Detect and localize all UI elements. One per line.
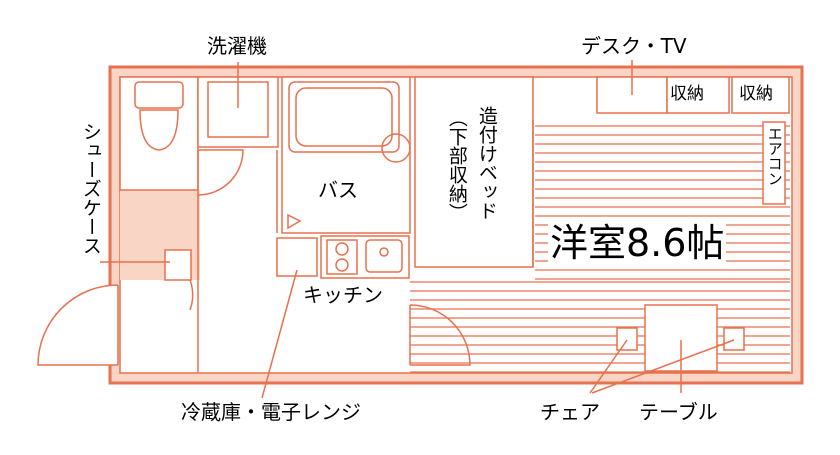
stove [326,239,358,275]
kitchen-counter [320,235,410,279]
sink-drain [379,247,389,257]
toilet-bowl [139,109,179,151]
table-label: テーブル [639,400,718,424]
entrance-area [37,150,278,373]
kitchen-area [261,235,410,399]
room-door [409,304,471,366]
bath-room-wall [281,76,411,234]
storage-1 [666,76,730,114]
furniture [589,304,745,394]
fridge-microwave-label: 冷蔵庫・電子レンジ [181,400,361,424]
chair-right [723,327,745,351]
bathtub [288,81,400,153]
bath-label: バス [318,178,358,202]
bath-door-mark [287,213,302,230]
built-in-bed-label: 造付けベッド [475,106,498,220]
bathtub-inner [295,87,393,147]
aircon [762,121,786,205]
toilet-door-arc [197,149,244,196]
washer-area [197,62,279,148]
chair-left [616,327,638,351]
storage-1-label: 収納 [670,84,704,104]
built-in-bed-note-label: （下部収納） [445,108,468,222]
fridge [276,237,318,277]
kitchen-label: キッチン [303,283,383,307]
storage-2 [731,76,790,114]
toilet-tank [134,81,184,109]
bath-room [281,76,411,234]
shoe-case-label: シューズケース [79,122,102,255]
chair-label: チェア [540,400,600,424]
bath-sink [381,133,411,163]
desk-tv-label: デスク・TV [581,34,687,58]
washer-label: 洗濯機 [207,34,267,58]
storage-area [596,60,790,205]
aircon-label: エアコン [765,126,784,186]
shoe-case [164,249,192,281]
entrance-door-arc [37,284,119,366]
room-label: 洋室8.6帖 [548,221,727,265]
toilet-room [119,76,244,196]
stove-burner-1 [335,242,349,256]
built-in-bed-area [414,76,534,268]
sink [365,239,403,273]
shoe-door-arc [189,279,194,311]
storage-2-label: 収納 [739,84,773,104]
chair-leader-1 [589,339,628,394]
room-door-arc [409,304,471,366]
built-in-bed [414,76,534,268]
chair-leader-2 [591,339,735,394]
fridge-leader [261,269,298,399]
stove-burner-2 [335,258,349,272]
